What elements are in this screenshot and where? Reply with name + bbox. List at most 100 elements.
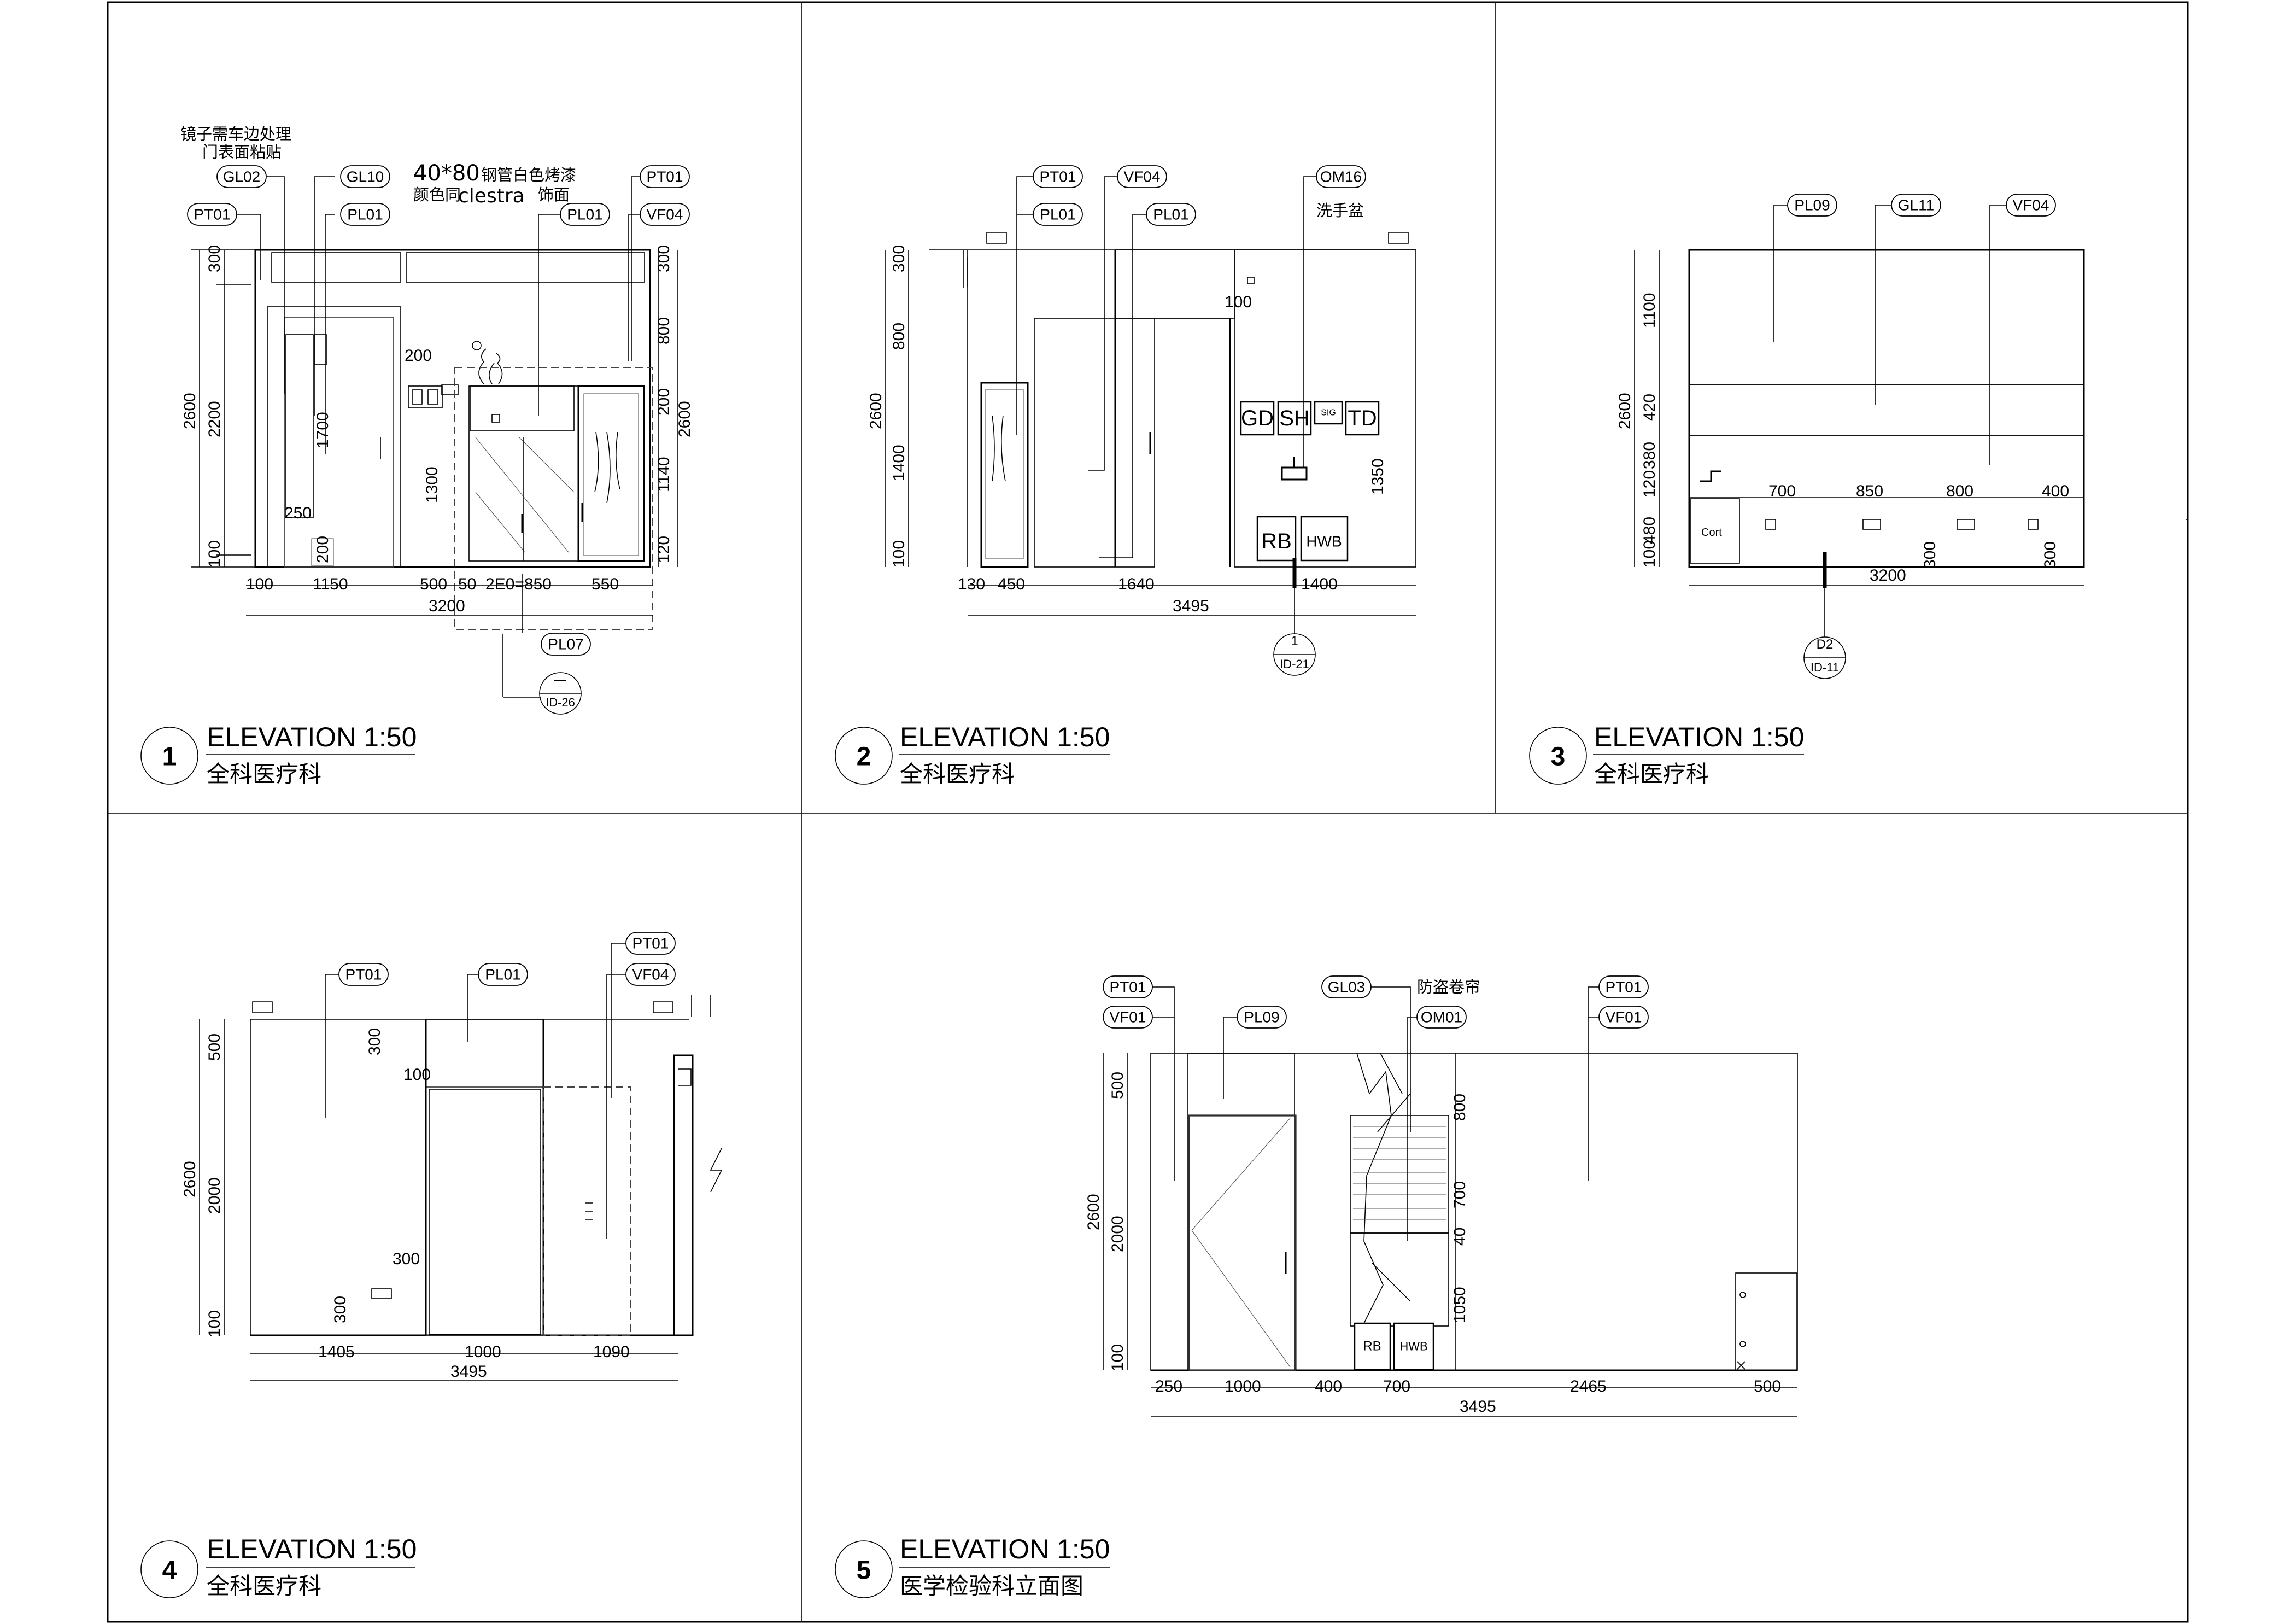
material-tag: VF01 [1598,1006,1649,1029]
panel4-socket [371,1288,392,1299]
dim-text: 300 [2041,541,2059,569]
material-tag: VF01 [1103,1006,1153,1029]
svg-text:PT01: PT01 [1606,979,1642,996]
panel3-counter [1690,498,1740,564]
dim-text: 200 [314,536,332,563]
material-tag: PT01 [1598,975,1649,998]
svg-text:SH: SH [1279,406,1310,430]
panel1-cabinet [468,385,645,562]
dim-text: 2000 [1109,1216,1127,1252]
panel-subtitle: 全科医疗科 [900,761,1015,787]
dim-text: 100 [246,575,273,593]
svg-text:ID-21: ID-21 [1280,657,1309,671]
panel-number-circle [140,727,198,785]
dim-text: 300 [331,1296,349,1323]
annotation-note: 门表面粘贴 [202,143,282,161]
dim-text: 1640 [1118,575,1155,593]
dim-text: 500 [1754,1377,1781,1395]
dim-text: 420 [1641,394,1659,421]
panel5-cabinet [1735,1272,1797,1371]
panel-number-circle [835,1540,893,1598]
dim-text: 300 [890,245,908,272]
material-tag: VF04 [640,203,690,226]
panel1-glass-band-left [271,252,401,283]
dim-text: 2600 [867,393,885,429]
material-tag: GL03 [1321,975,1372,998]
dim-text: 40 [1451,1228,1469,1246]
dim-text: 400 [2042,482,2069,500]
svg-text:PL01: PL01 [567,206,602,223]
panel-subtitle: 全科医疗科 [207,1573,321,1599]
annotation-note: 防盗卷帘 [1417,978,1480,996]
panel1-mirror-strip [285,334,314,518]
dim-text: 400 [1315,1377,1342,1395]
panel-number: 2 [857,743,871,772]
dim-text: 700 [1451,1181,1469,1208]
panel-number: 5 [857,1556,871,1585]
dim-text: 300 [393,1250,420,1268]
dim-text: 2600 [181,393,199,429]
dim-text: 1400 [890,445,908,481]
svg-text:SIG: SIG [1321,408,1336,418]
panel1-vase [478,348,503,384]
svg-text:PT01: PT01 [647,168,683,185]
dim-text: 250 [1155,1377,1182,1395]
dim-text: 1000 [1225,1377,1261,1395]
svg-text:PT01: PT01 [1040,168,1076,185]
dim-text: 450 [998,575,1025,593]
svg-text:ID-11: ID-11 [1811,661,1839,674]
material-tag: GL10 [340,165,390,188]
dim-text: 250 [284,504,312,522]
panel-subtitle: 全科医疗科 [1594,761,1709,787]
svg-text:PT01: PT01 [345,966,382,983]
svg-text:VF01: VF01 [1606,1009,1642,1026]
panel1-door [284,317,394,568]
dim-text: 100 [1109,1344,1127,1371]
annotation-note: 饰面 [538,185,570,204]
svg-text:PL01: PL01 [485,966,520,983]
material-tag: PL07 [541,633,591,656]
panel-title: ELEVATION 1:50 [900,722,1110,752]
dim-text: 100 [403,1066,431,1084]
annotation-note: Cort [1701,527,1722,539]
dim-text: 130 [958,575,985,593]
svg-text:HWB: HWB [1399,1340,1427,1353]
svg-text:1: 1 [1291,634,1298,649]
panel2-door [1034,318,1155,568]
annotation-note: 40*80 [413,161,480,186]
dim-text: 2600 [181,1161,199,1197]
panel1-switch-box [408,385,443,408]
annotation-note: 钢管白色烤漆 [481,166,576,184]
svg-text:OM01: OM01 [1421,1009,1462,1026]
panel-number: 3 [1551,743,1566,772]
panel1-wall [254,249,651,568]
panel-subtitle: 全科医疗科 [207,761,321,787]
panel-title: ELEVATION 1:50 [1594,722,1804,752]
dim-text: 1140 [655,457,673,492]
dim-text: 2200 [206,401,224,437]
dim-text: 550 [591,575,619,593]
dim-text: 1000 [465,1343,501,1361]
svg-text:TD: TD [1348,406,1377,430]
annotation-note: 镜子需车边处理 [180,125,291,143]
dim-text: 3495 [450,1363,487,1381]
svg-text:RB: RB [1261,529,1292,553]
elevation-panel-5: RB HWB 500 2000 100 2600 800 700 40 1050… [835,975,1798,1599]
dim-text: 1350 [1369,458,1387,495]
material-tag: PT01 [625,932,676,955]
dim-text: 2465 [1570,1377,1607,1395]
dim-text: 300 [366,1028,384,1055]
panel-number-circle [835,727,893,785]
material-tag: PL01 [1033,203,1083,226]
fixture-signs: RB HWB [1354,1322,1434,1371]
svg-text:VF01: VF01 [1110,1009,1146,1026]
annotation-note: 颜色同 [413,185,461,204]
elevation-panel-1: 300 2200 100 2600 1700 1300 200 200 250 … [140,125,694,787]
dim-text: 500 [420,575,447,593]
panel4-dashed-door [543,1086,631,1336]
svg-text:PL01: PL01 [1153,206,1188,223]
material-tag: VF04 [625,963,676,986]
dim-text: 1700 [314,412,332,448]
fixture-signs: GD SH SIG TD RB HWB [1240,401,1380,562]
panel-number-circle [1529,727,1587,785]
